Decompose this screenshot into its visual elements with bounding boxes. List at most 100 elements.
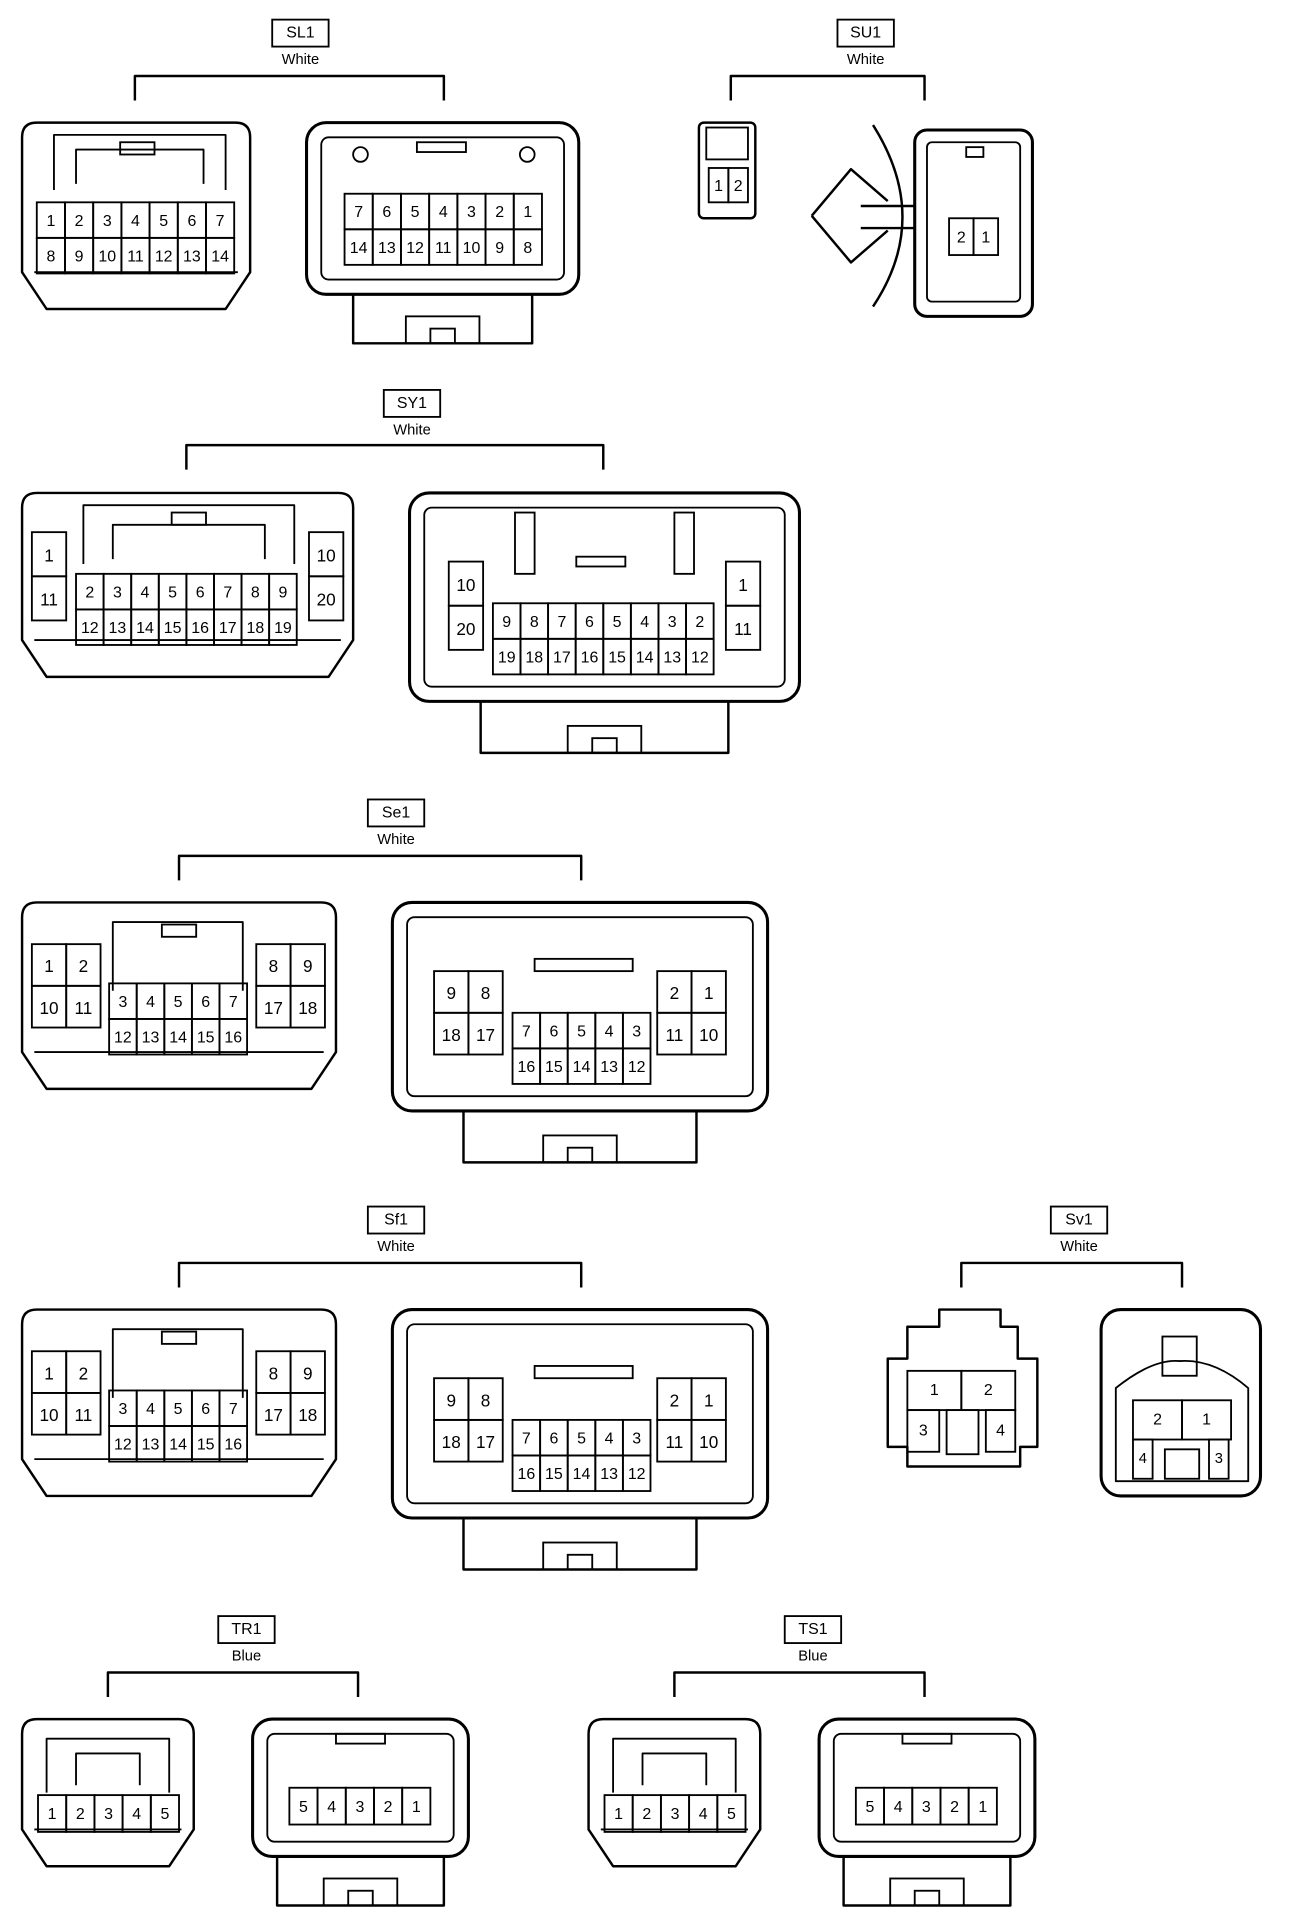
pin-number: 11	[665, 1025, 683, 1045]
pin-number: 11	[435, 240, 452, 257]
pin-cell: 1	[707, 167, 730, 204]
pin-number: 16	[517, 1466, 535, 1483]
lock-window	[415, 141, 467, 153]
pin-number: 2	[75, 213, 84, 230]
pin-number: 14	[573, 1466, 591, 1483]
pin-box	[690, 1418, 727, 1463]
pin-cell: 2	[64, 201, 95, 239]
pin-number: 10	[699, 1025, 718, 1045]
outer-housing	[408, 491, 801, 703]
pin-cell: 11	[724, 604, 762, 651]
pin-number: 1	[704, 1390, 714, 1410]
pin-number: 3	[103, 213, 112, 230]
pin-number: 16	[224, 1437, 242, 1454]
pin-number: 1	[714, 178, 723, 195]
pin-cell: 3	[344, 1786, 375, 1826]
pin-cell: 15	[190, 1018, 221, 1056]
pin-cell: 4	[594, 1418, 624, 1457]
pin-cell: 16	[218, 1018, 248, 1056]
lock-key	[566, 1146, 594, 1164]
pin-cell: 11	[120, 236, 151, 275]
pin-number: 6	[585, 614, 594, 631]
latch-tab	[160, 923, 198, 938]
pin-number: 17	[553, 649, 571, 666]
pin-cell: 2	[75, 572, 105, 611]
pin-number: 18	[442, 1432, 461, 1452]
pin-cell: 6	[176, 201, 207, 239]
pin-number: 9	[303, 1363, 313, 1383]
pin-box	[1181, 1399, 1232, 1441]
outer-housing	[1099, 1308, 1263, 1498]
latch-tab	[160, 1330, 198, 1345]
bracket	[729, 74, 926, 101]
pin-cell: 10	[447, 560, 485, 607]
pin-cell: 2	[939, 1786, 970, 1826]
pin-number: 3	[118, 994, 127, 1011]
pin-number: 2	[642, 1806, 651, 1823]
pin-cell: 6	[185, 572, 215, 611]
pin-number: 10	[456, 575, 475, 595]
connector-color: Blue	[798, 1649, 827, 1665]
pin-number: 17	[264, 1405, 283, 1425]
pin-number: 5	[174, 1401, 183, 1418]
lock-slot	[322, 1877, 399, 1907]
pin-number: 11	[734, 619, 752, 639]
latch-tab	[119, 141, 156, 156]
lock-key	[1163, 1448, 1201, 1480]
pin-number: 9	[502, 614, 511, 631]
pin-number: 2	[79, 956, 89, 976]
pin-number: 1	[978, 1799, 987, 1816]
pin-cell: 20	[308, 575, 345, 622]
pin-number: 10	[98, 248, 116, 265]
pin-cell: 5	[148, 201, 179, 239]
pin-cell: 2	[631, 1794, 662, 1833]
pin-number: 17	[476, 1432, 495, 1452]
pin-box	[972, 217, 1000, 256]
pin-cell: 20	[447, 604, 485, 651]
pin-cell: 8	[255, 1350, 292, 1394]
pin-number: 1	[930, 1382, 939, 1399]
pin-number: 12	[628, 1466, 646, 1483]
connector-code: Se1	[382, 804, 410, 821]
pin-number: 1	[44, 1363, 54, 1383]
pin-number: 7	[557, 614, 566, 631]
pin-number: 6	[201, 1401, 210, 1418]
pin-cell: 12	[400, 228, 431, 266]
pin-cell: 2	[373, 1786, 404, 1826]
key-rib	[673, 511, 695, 575]
lock-slot	[889, 1877, 965, 1907]
pin-cell: 4	[428, 192, 459, 231]
pin-cell: 10	[30, 984, 68, 1029]
connector-code: TR1	[231, 1621, 261, 1638]
pin-number: 9	[446, 983, 456, 1003]
pin-cell: 1	[906, 1369, 963, 1412]
pin-number: 5	[159, 213, 168, 230]
pin-box	[967, 1786, 998, 1826]
pin-cell: 11	[656, 1011, 693, 1056]
connector-code-box	[271, 18, 330, 48]
pin-cell: 10	[308, 531, 345, 578]
pin-cell: 10	[30, 1392, 68, 1436]
pin-cell: 2	[1132, 1399, 1183, 1441]
latch-window	[705, 126, 749, 161]
pin-cell: 13	[135, 1425, 166, 1463]
lock-window	[901, 1732, 953, 1745]
pin-cell: 5	[163, 1389, 193, 1427]
connector-code-box	[836, 18, 895, 48]
pin-cell: 18	[289, 984, 326, 1029]
pin-cell: 6	[539, 1011, 569, 1050]
pin-cell: 9	[289, 1350, 326, 1394]
pin-number: 13	[663, 649, 681, 666]
pin-number: 15	[545, 1466, 563, 1483]
pin-box	[621, 1454, 652, 1492]
